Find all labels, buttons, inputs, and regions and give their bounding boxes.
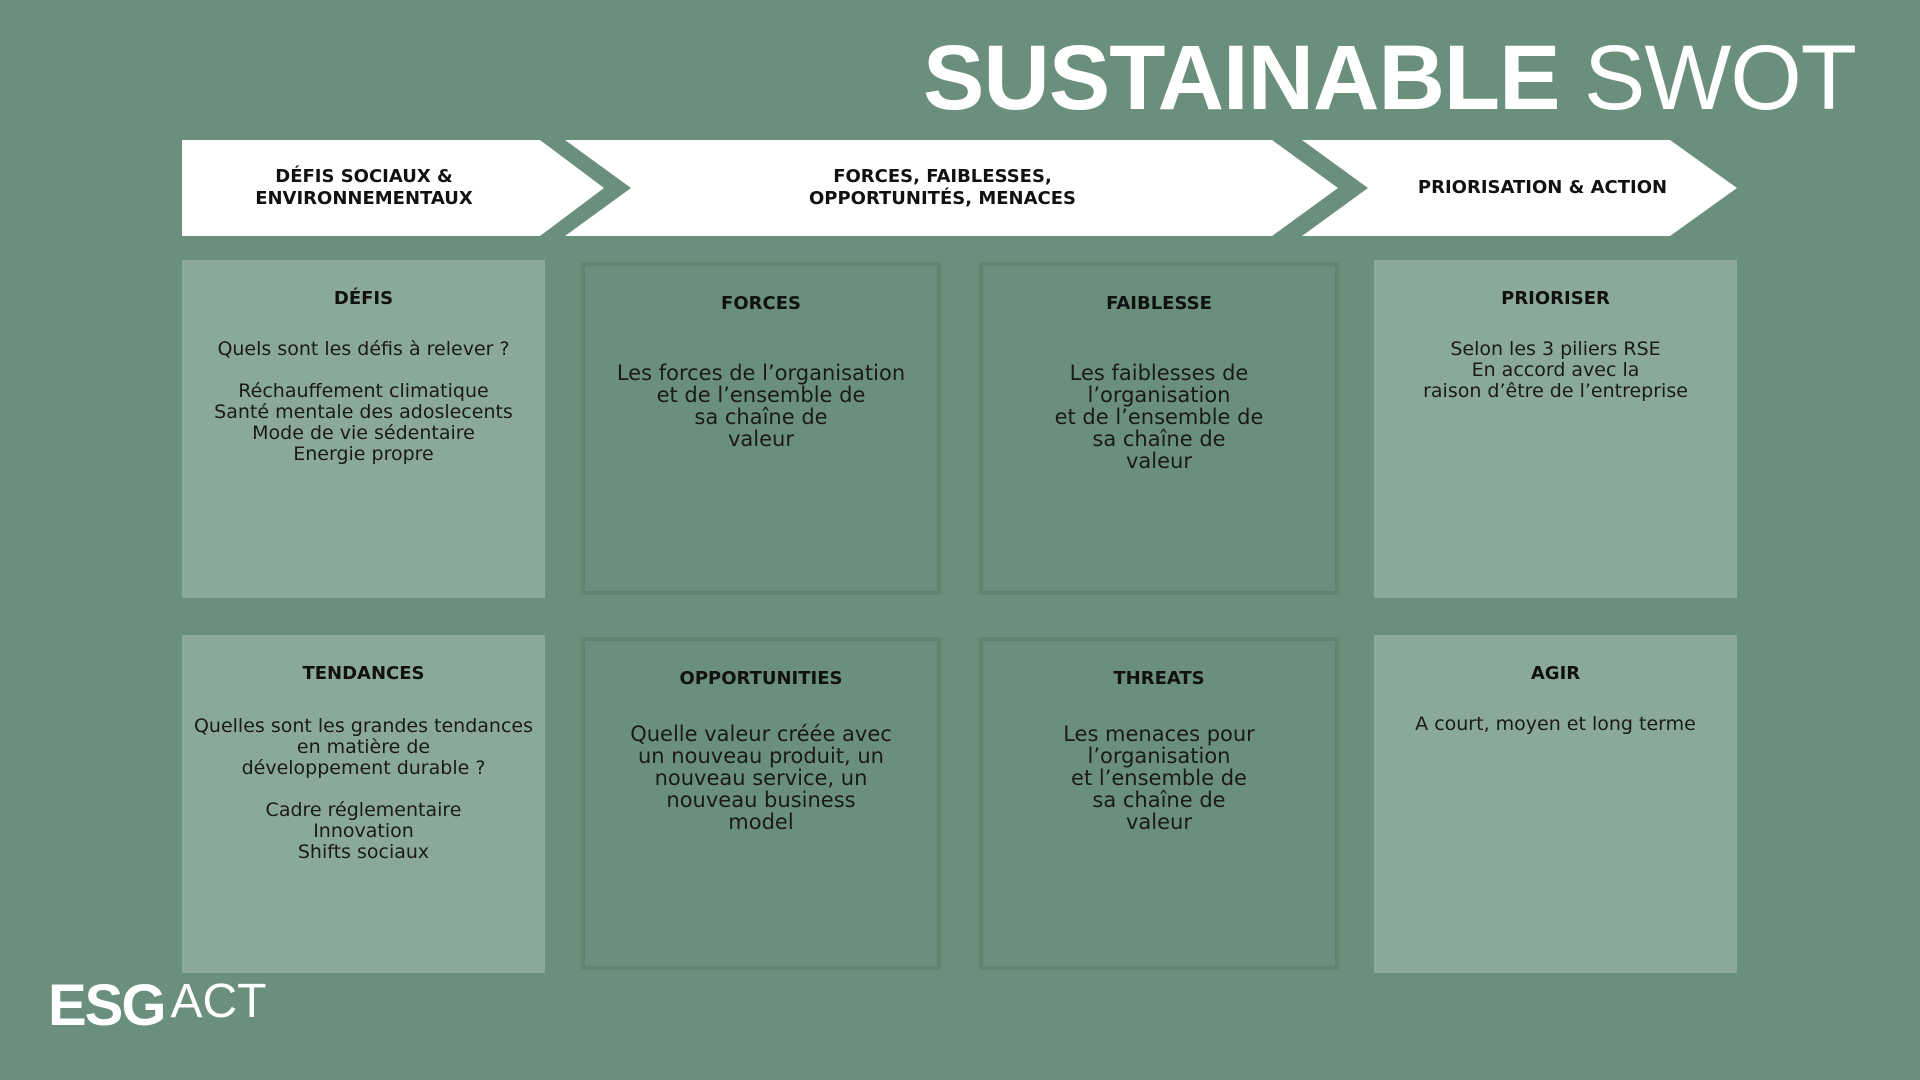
box-title: OPPORTUNITIES (679, 668, 843, 689)
box-title: PRIORISER (1501, 288, 1610, 309)
box-text: Selon les 3 piliers RSE En accord avec l… (1423, 338, 1688, 402)
box-threats: THREATS Les menaces pour l’organisation … (979, 637, 1339, 970)
process-arrows (182, 140, 1737, 236)
box-agir: AGIR A court, moyen et long terme (1374, 635, 1737, 973)
box-title: FORCES (721, 293, 801, 314)
stage-arrow-action (1302, 140, 1737, 236)
box-text: Les forces de l’organisation et de l’ens… (616, 361, 906, 451)
stage-arrow-swot (565, 140, 1338, 236)
stage-label-action: PRIORISATION & ACTION (1417, 177, 1668, 198)
box-tendances: TENDANCES Quelles sont les grandes tenda… (182, 635, 545, 973)
box-title: TENDANCES (302, 663, 425, 684)
logo-act: ACT (170, 975, 267, 1028)
logo-esg: ESG (48, 973, 166, 1038)
title-bold: SUSTAINABLE (923, 27, 1560, 129)
box-defis: DÉFIS Quels sont les défis à relever ? R… (182, 260, 545, 598)
stage-label-swot: FORCES, FAIBLESSES, OPPORTUNITÉS, MENACE… (808, 166, 1076, 209)
box-opportunities: OPPORTUNITIES Quelle valeur créée avec u… (581, 637, 941, 970)
box-forces: FORCES Les forces de l’organisation et d… (581, 262, 941, 595)
stage-arrow-defis (182, 140, 604, 236)
box-title: FAIBLESSE (1106, 293, 1212, 314)
box-title: DÉFIS (333, 288, 394, 309)
box-faiblesse: FAIBLESSE Les faiblesses de l’organisati… (979, 262, 1339, 595)
box-title: AGIR (1530, 663, 1581, 684)
box-text: A court, moyen et long terme (1415, 713, 1696, 735)
box-text: Les faiblesses de l’organisation et de l… (1054, 361, 1264, 473)
title-light: SWOT (1584, 27, 1857, 129)
box-prioriser: PRIORISER Selon les 3 piliers RSE En acc… (1374, 260, 1737, 598)
box-text: Les menaces pour l’organisation et l’ens… (1063, 722, 1255, 834)
box-text: Quels sont les défis à relever ? Réchauf… (214, 338, 513, 465)
page-title: SUSTAINABLE SWOT (923, 27, 1857, 129)
box-text: Quelle valeur créée avec un nouveau prod… (630, 722, 892, 834)
box-title: THREATS (1113, 668, 1205, 689)
stage-label-defis: DÉFIS SOCIAUX & ENVIRONNEMENTAUX (255, 166, 473, 209)
box-text: Quelles sont les grandes tendances en ma… (193, 715, 534, 863)
